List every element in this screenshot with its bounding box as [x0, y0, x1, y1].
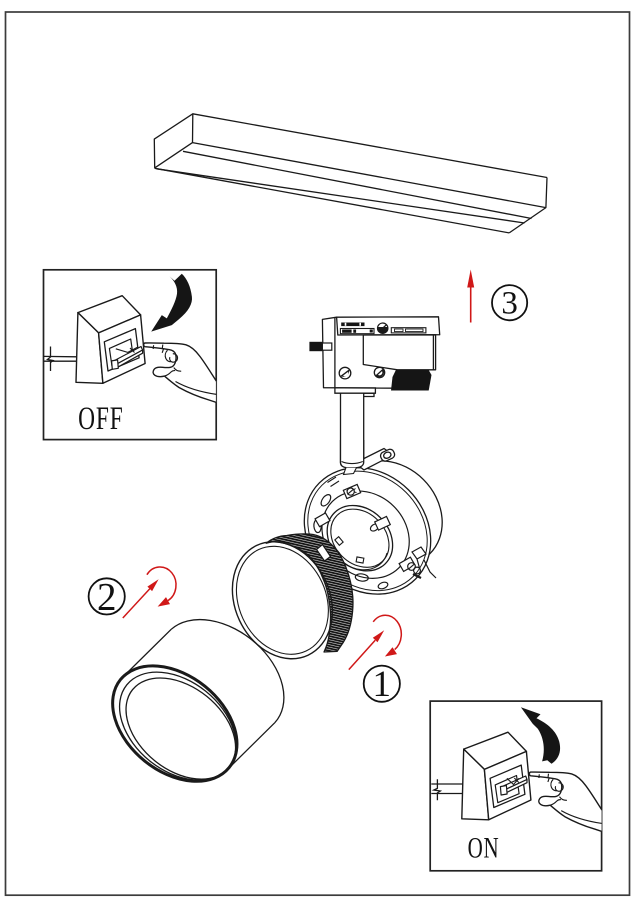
svg-text:OFF: OFF	[78, 401, 123, 437]
svg-text:3: 3	[501, 286, 518, 322]
svg-text:ON: ON	[468, 831, 500, 865]
svg-text:1: 1	[373, 664, 392, 705]
svg-text:2: 2	[97, 575, 117, 618]
